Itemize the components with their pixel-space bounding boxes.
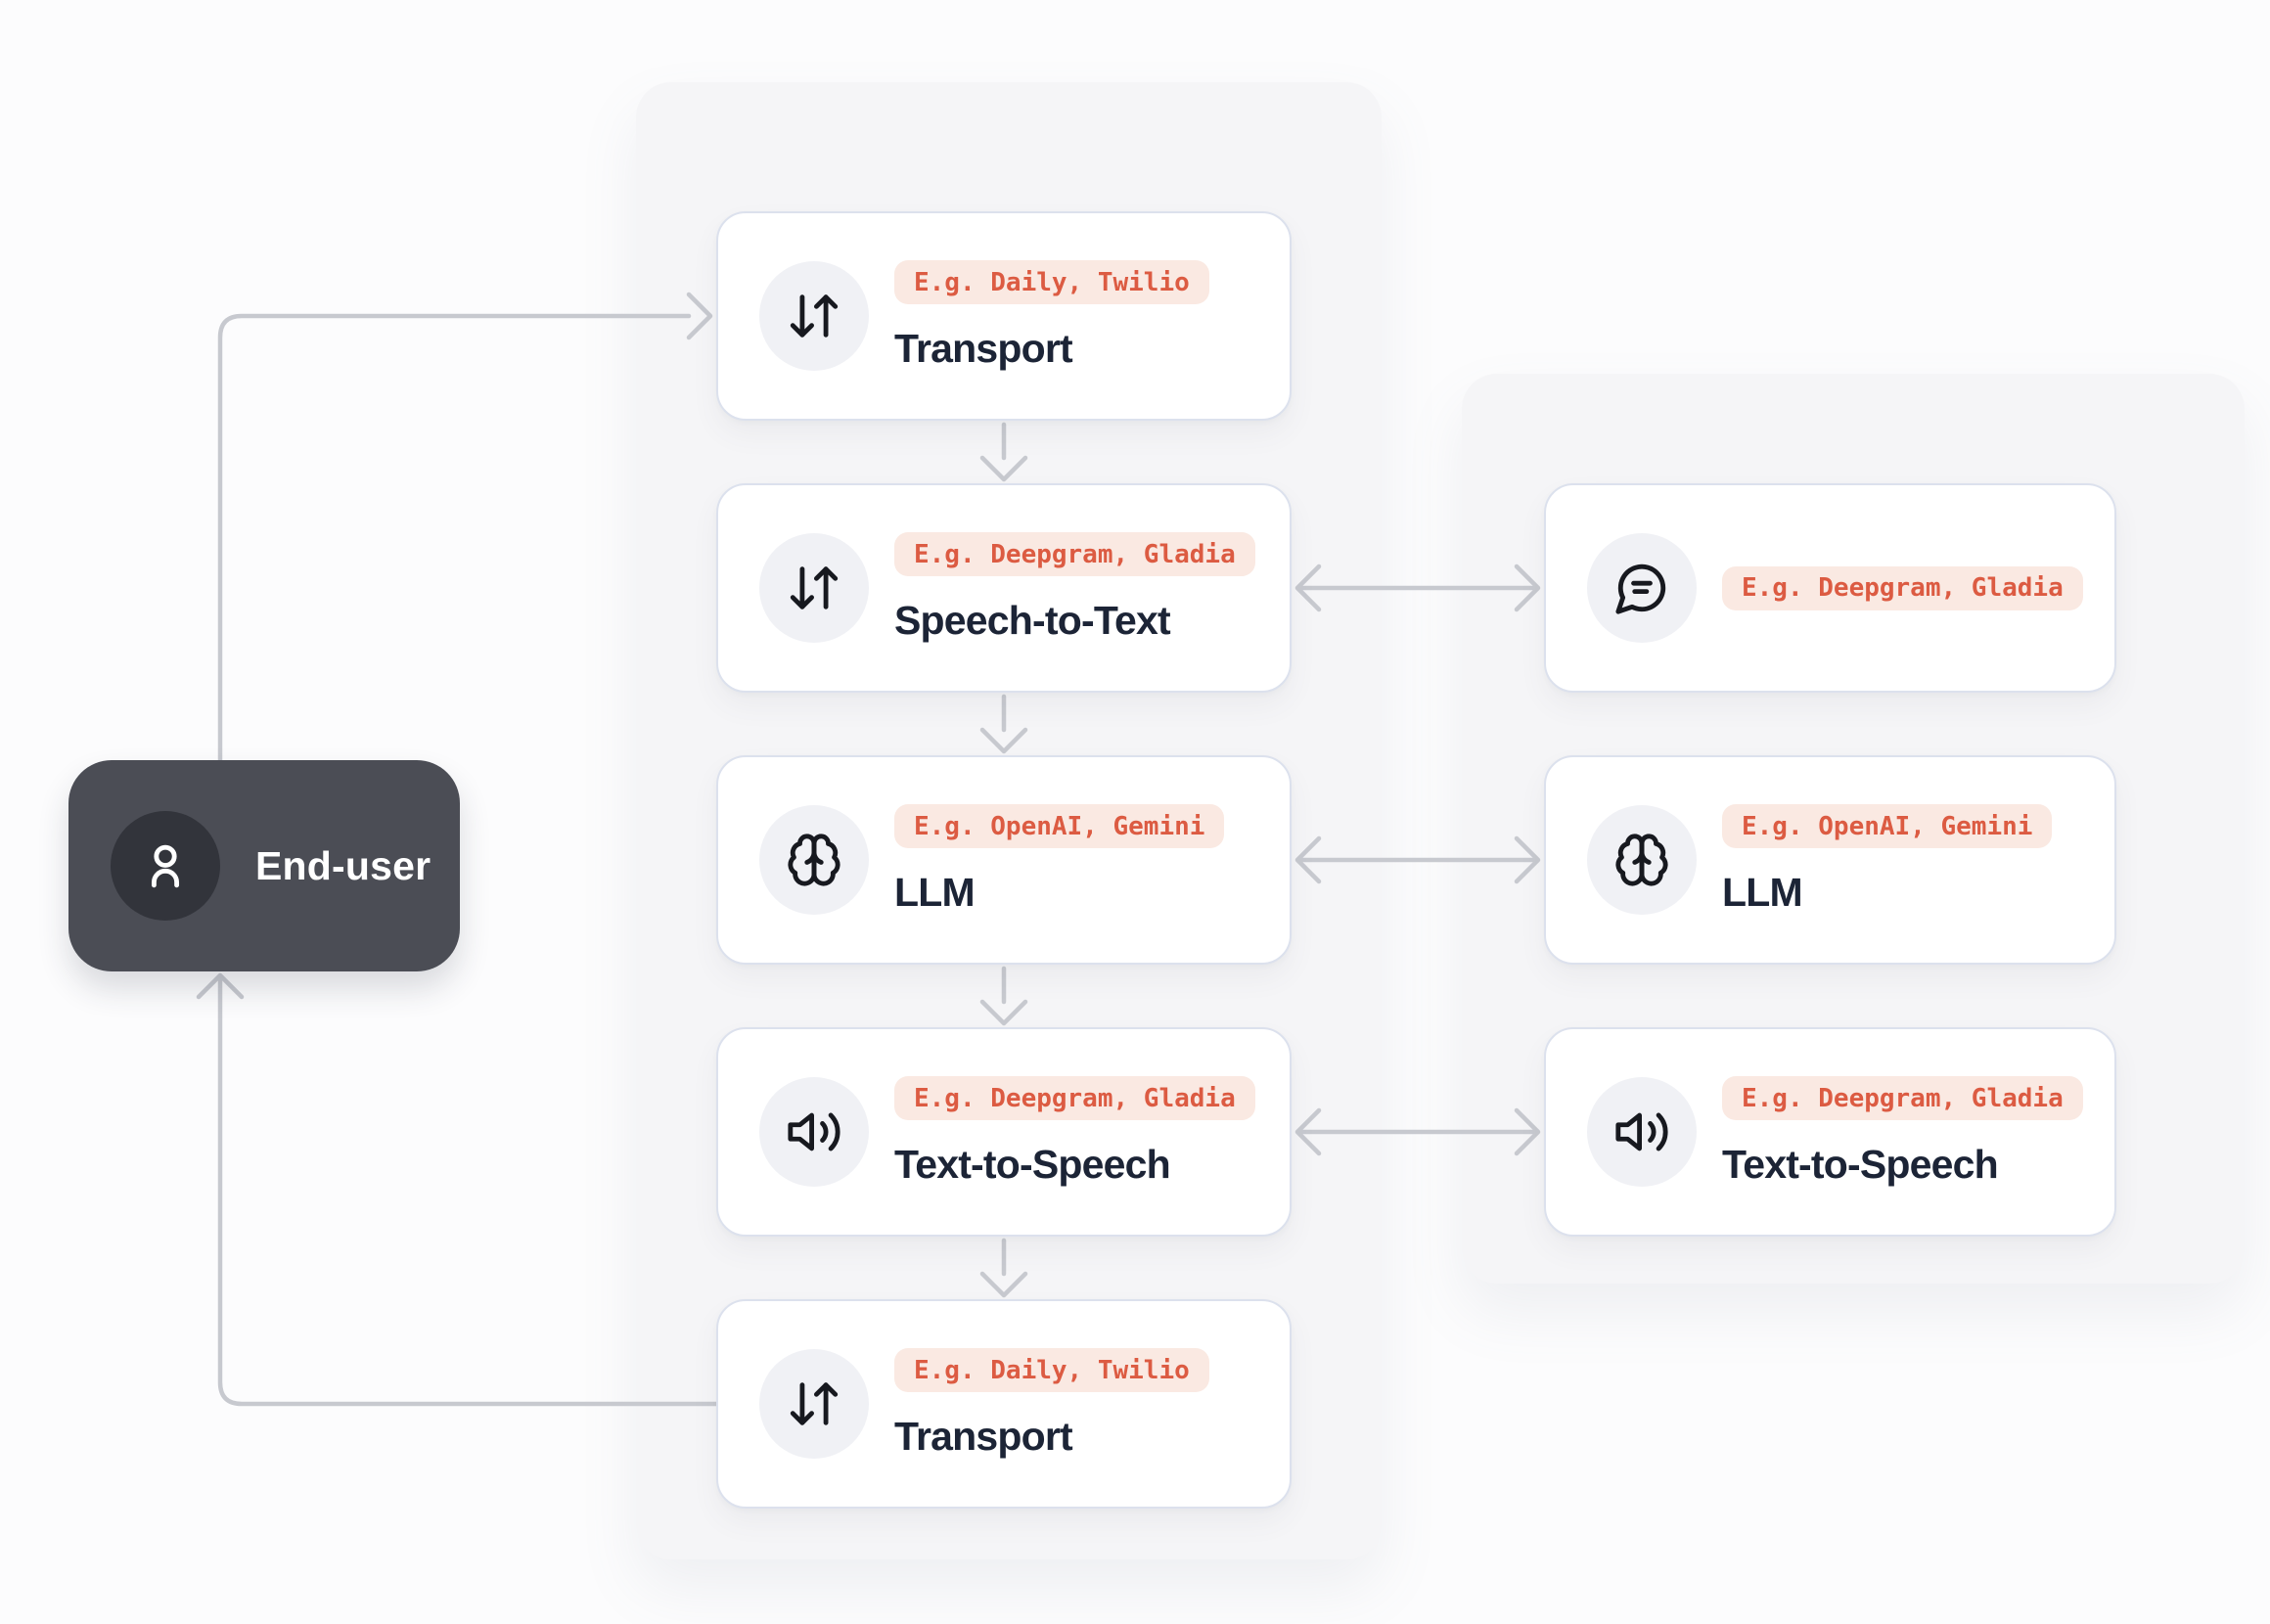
example-badge: E.g. Deepgram, Gladia — [894, 532, 1255, 576]
card-title: Transport — [894, 1414, 1073, 1459]
card-speech-to-text: E.g. Deepgram, Gladia Speech-to-Text — [716, 483, 1292, 693]
card-stt-service: E.g. Deepgram, Gladia — [1544, 483, 2116, 693]
card-title: LLM — [894, 870, 976, 915]
example-badge: E.g. Deepgram, Gladia — [1722, 1076, 2083, 1120]
example-badge: E.g. Daily, Twilio — [894, 260, 1209, 304]
card-title: Text-to-Speech — [1722, 1142, 1999, 1187]
arrow-down-up-icon — [759, 261, 869, 371]
card-title: LLM — [1722, 870, 1803, 915]
end-user-label: End-user — [255, 842, 431, 888]
speaker-icon — [1587, 1077, 1697, 1187]
chat-bubble-icon — [1587, 533, 1697, 643]
card-tts-service: E.g. Deepgram, Gladia Text-to-Speech — [1544, 1027, 2116, 1237]
card-llm-service: E.g. OpenAI, Gemini LLM — [1544, 755, 2116, 965]
user-icon — [111, 811, 220, 921]
brain-icon — [759, 805, 869, 915]
card-title: Speech-to-Text — [894, 598, 1171, 643]
example-badge: E.g. OpenAI, Gemini — [1722, 804, 2053, 848]
arrow-down-up-icon — [759, 533, 869, 643]
card-title: Transport — [894, 326, 1073, 371]
brain-icon — [1587, 805, 1697, 915]
card-text-to-speech: E.g. Deepgram, Gladia Text-to-Speech — [716, 1027, 1292, 1237]
arrow-down-up-icon — [759, 1349, 869, 1459]
speaker-icon — [759, 1077, 869, 1187]
card-llm: E.g. OpenAI, Gemini LLM — [716, 755, 1292, 965]
card-title: Text-to-Speech — [894, 1142, 1171, 1187]
example-badge: E.g. Deepgram, Gladia — [894, 1076, 1255, 1120]
example-badge: E.g. Deepgram, Gladia — [1722, 565, 2083, 610]
card-transport-out: E.g. Daily, Twilio Transport — [716, 1299, 1292, 1509]
example-badge: E.g. Daily, Twilio — [894, 1348, 1209, 1392]
end-user-box: End-user — [68, 760, 460, 971]
card-transport-in: E.g. Daily, Twilio Transport — [716, 211, 1292, 421]
example-badge: E.g. OpenAI, Gemini — [894, 804, 1225, 848]
